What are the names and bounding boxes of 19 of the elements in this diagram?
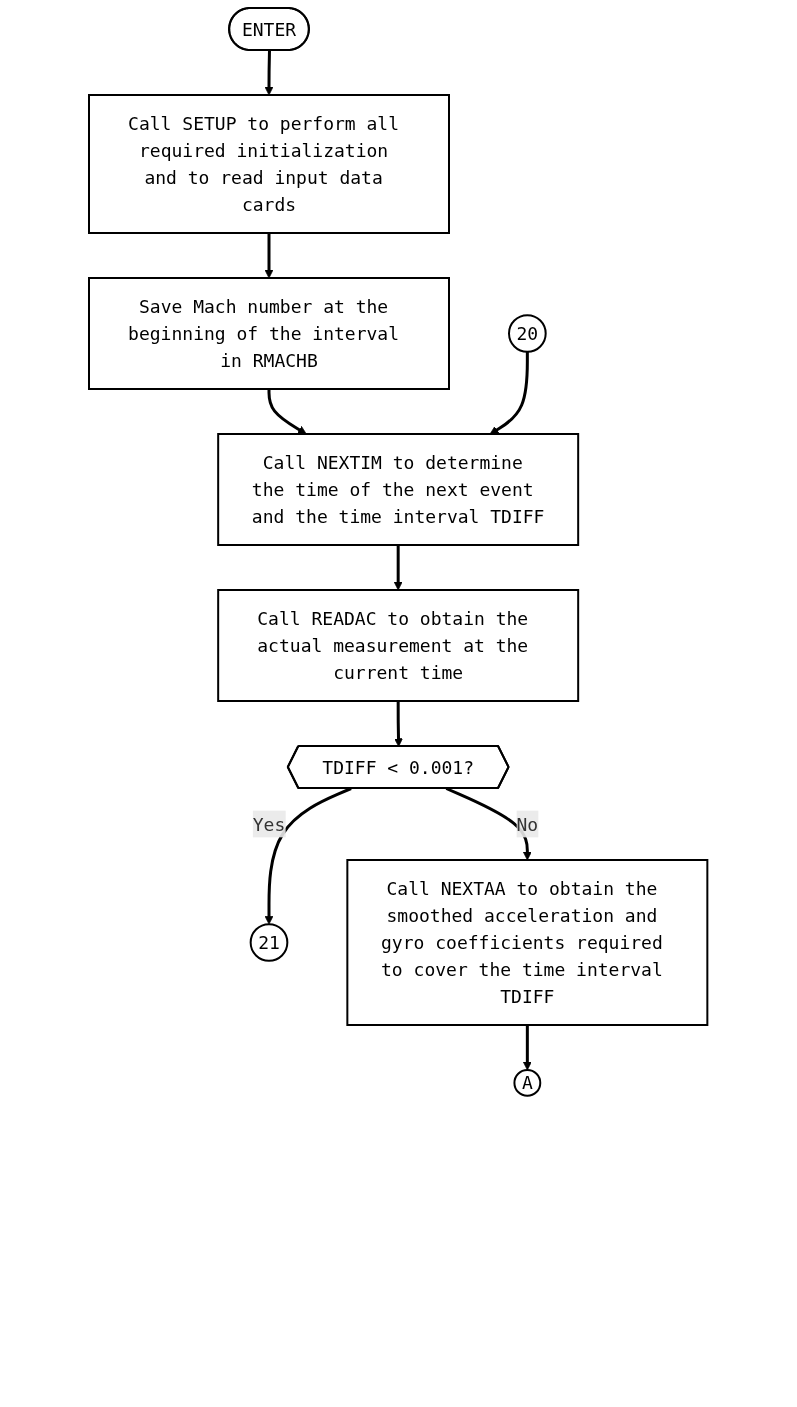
arrow (267, 389, 307, 435)
node-box: Call READAC to obtain the actual measurement at the current time (217, 589, 580, 702)
edge-label: No (516, 813, 539, 835)
edge-label: Yes (253, 813, 286, 835)
arrow (264, 50, 274, 96)
arrow (264, 787, 352, 925)
node-circle: 21 (250, 923, 289, 962)
node-circle: A (513, 1069, 542, 1097)
node-box: Call SETUP to perform all required initialization and to read input data cards (88, 94, 451, 234)
arrow (264, 233, 274, 279)
node-box: Save Mach number at the beginning of the interval in RMACHB (88, 277, 451, 390)
node-box: Call NEXTAA to obtain the smoothed acceleration and gyro coefficients required to cover the time interval TDIFF (346, 859, 709, 1026)
arrow (394, 545, 403, 591)
arrow (523, 1025, 533, 1071)
arrow (446, 787, 533, 861)
arrow (394, 701, 404, 747)
node-box: Call NEXTIM to determine the time of the next event and the time interval TDIFF (217, 433, 580, 546)
arrow (490, 351, 530, 435)
node-circle: 20 (508, 314, 547, 353)
